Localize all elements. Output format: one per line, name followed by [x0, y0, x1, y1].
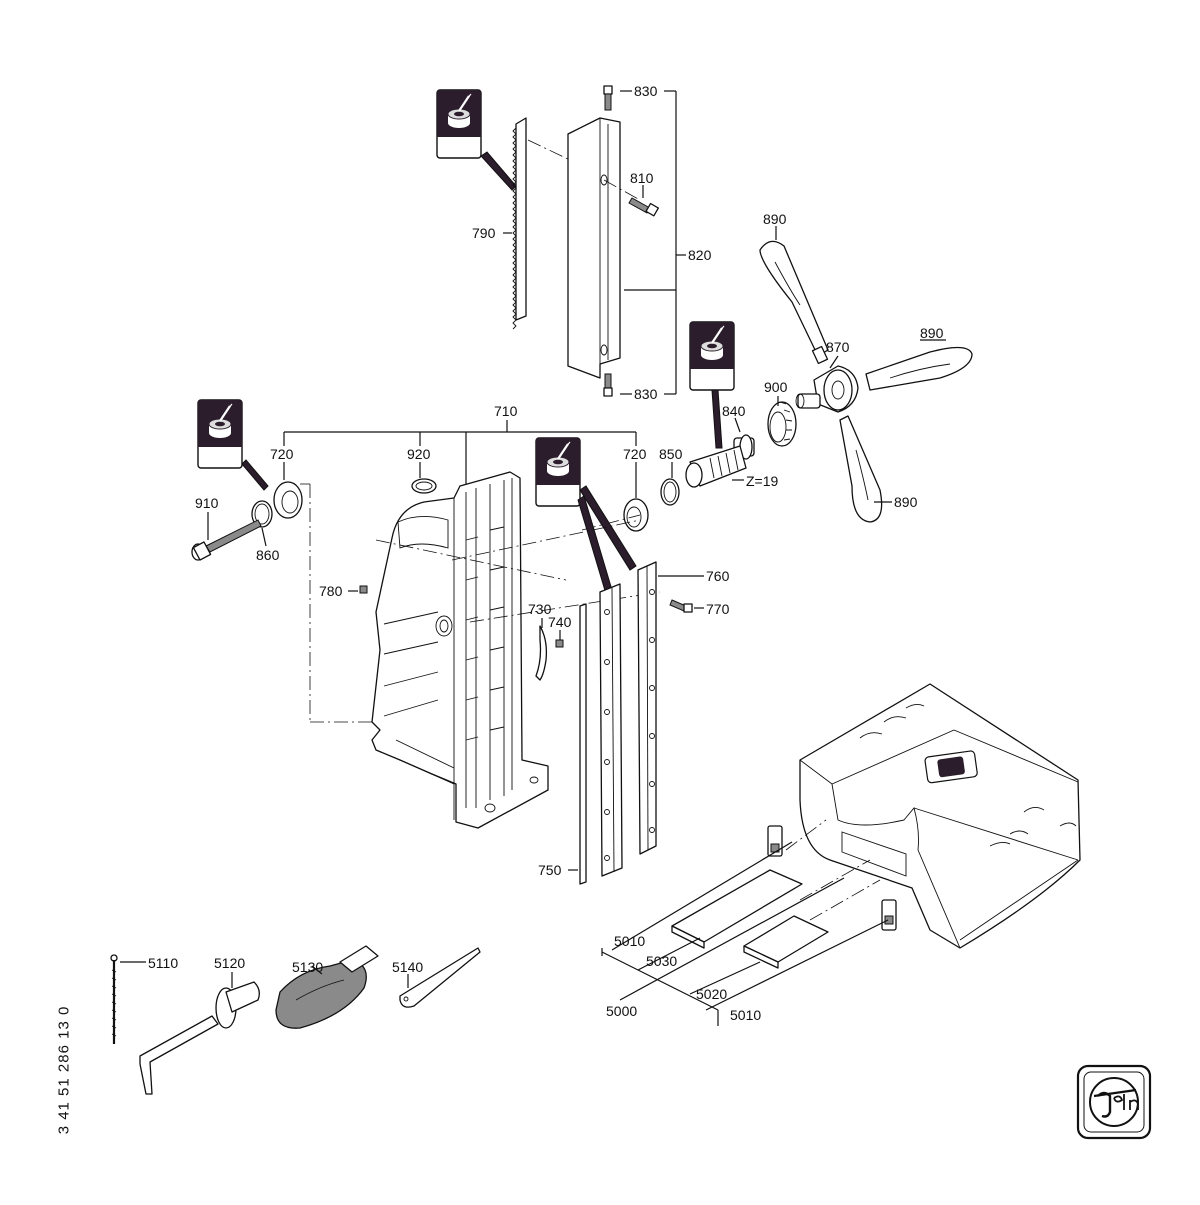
- label-5000: 5000: [606, 1003, 637, 1019]
- lubrication-icon: [196, 398, 244, 470]
- label-5140: 5140: [392, 959, 423, 975]
- label-830-top: 830: [634, 83, 658, 99]
- label-770: 770: [706, 601, 730, 617]
- label-730: 730: [528, 601, 552, 617]
- screw-830-top: [603, 85, 613, 111]
- ring-900: [767, 401, 797, 447]
- label-890-upper: 890: [763, 211, 787, 227]
- part-labels: 830 810 790 820 830 890 890 890 870 900 …: [148, 83, 944, 1023]
- label-870: 870: [826, 339, 850, 355]
- bolt-910: [191, 519, 262, 561]
- screw-830-bottom: [603, 373, 613, 397]
- label-5010-left: 5010: [614, 933, 645, 949]
- handle-890-right: [865, 346, 973, 391]
- tool-5120: [139, 981, 260, 1095]
- label-5110: 5110: [148, 955, 178, 971]
- label-z19: Z=19: [746, 473, 779, 489]
- strip-760: [637, 561, 657, 855]
- spring-730: [535, 625, 548, 681]
- document-number: 3 41 51 286 13 0: [44, 990, 84, 1150]
- key-5140: [399, 947, 481, 1008]
- strip-750-plain: [579, 603, 587, 885]
- lubrication-icon: [435, 88, 483, 160]
- label-720-left: 720: [270, 446, 294, 462]
- rack-790: [512, 117, 527, 330]
- label-790: 790: [472, 225, 496, 241]
- label-840: 840: [722, 403, 746, 419]
- lubrication-icon: [688, 320, 736, 392]
- label-5010-right: 5010: [730, 1007, 761, 1023]
- fein-logo: [1076, 1064, 1152, 1140]
- handle-890-lower: [839, 415, 883, 523]
- label-910: 910: [195, 495, 219, 511]
- o-ring-920: [411, 478, 437, 494]
- label-920: 920: [407, 446, 431, 462]
- latch-5010-right: [881, 899, 897, 931]
- bushing-720-left: [273, 481, 303, 519]
- label-5120: 5120: [214, 955, 245, 971]
- label-760: 760: [706, 568, 730, 584]
- label-890-right: 890: [920, 325, 944, 341]
- hub-870: [795, 365, 859, 413]
- label-820: 820: [688, 247, 712, 263]
- label-5020: 5020: [696, 986, 727, 1002]
- bushing-720-right: [623, 498, 649, 532]
- carry-case: [799, 683, 1081, 949]
- label-5030: 5030: [646, 953, 677, 969]
- label-5130: 5130: [292, 959, 323, 975]
- screw-740: [555, 639, 564, 648]
- strap-5130: [275, 945, 379, 1029]
- foam-5030: [671, 869, 803, 949]
- ring-850: [660, 478, 680, 506]
- label-740: 740: [548, 614, 572, 630]
- strip-750-holes: [599, 583, 623, 877]
- label-830-bottom: 830: [634, 386, 658, 402]
- label-710: 710: [494, 403, 518, 419]
- label-750: 750: [538, 862, 562, 878]
- handle-890-upper: [759, 240, 829, 365]
- column-820: [567, 117, 621, 379]
- stand-housing: [371, 471, 549, 829]
- lubrication-icon: [534, 436, 582, 508]
- latch-5010-left: [767, 825, 783, 857]
- label-780: 780: [319, 583, 343, 599]
- label-810: 810: [630, 170, 654, 186]
- label-860: 860: [256, 547, 280, 563]
- label-890-lower: 890: [894, 494, 918, 510]
- document-number-text: 3 41 51 286 13 0: [55, 1005, 73, 1135]
- pin-5110: [110, 954, 118, 1044]
- label-900: 900: [764, 379, 788, 395]
- pinion-shaft: [685, 445, 747, 488]
- label-850: 850: [659, 446, 683, 462]
- foam-5020: [743, 915, 829, 969]
- label-720-right: 720: [623, 446, 647, 462]
- screw-780: [359, 585, 368, 594]
- screw-810: [628, 197, 659, 217]
- screw-770: [669, 599, 693, 613]
